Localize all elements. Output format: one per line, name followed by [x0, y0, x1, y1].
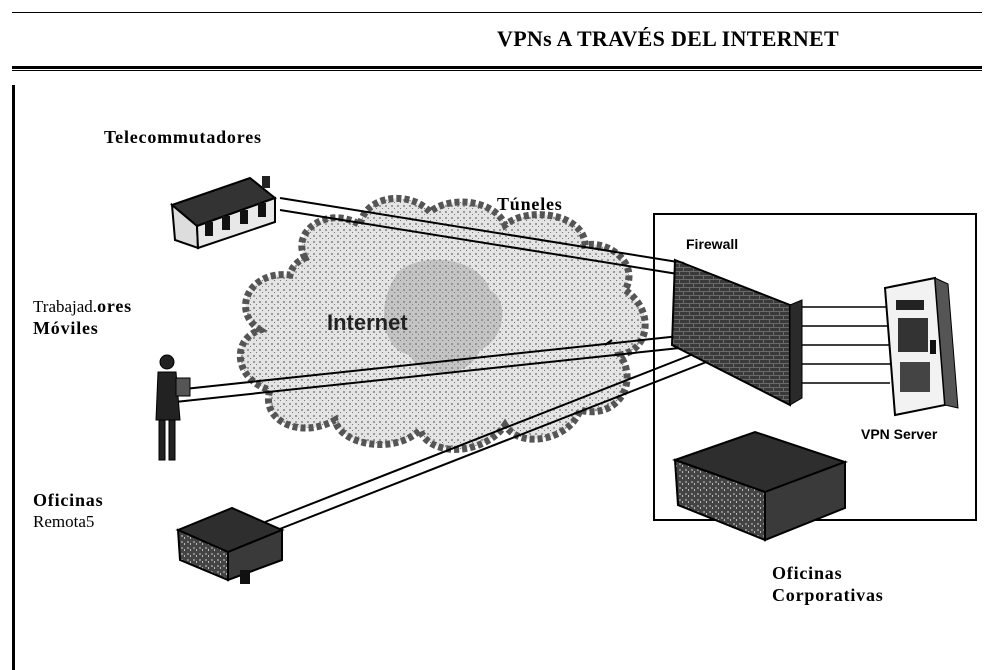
- telecommuters-label: Telecommutadores: [104, 127, 262, 147]
- cloud-core: [383, 259, 503, 374]
- mobile-worker-person: [155, 354, 191, 461]
- tunnel-lines: [174, 197, 733, 533]
- corporate-offices-label-line2: Corporativas: [772, 585, 884, 605]
- mobile-workers-label-part1: Trabajad.: [33, 297, 98, 316]
- figure-left-border: [12, 85, 15, 670]
- remote-offices-label-line2: Remota5: [33, 512, 95, 531]
- internet-label: Internet: [327, 310, 408, 335]
- vpn-server-device: [883, 276, 959, 417]
- header-top-rule: [12, 12, 982, 13]
- mobile-workers-label-line1: Trabajad.ores: [33, 296, 132, 317]
- page-title: VPNs A TRAVÉS DEL INTERNET: [497, 26, 839, 51]
- corporate-building: [671, 430, 848, 542]
- corporate-offices-label-line1: Oficinas: [772, 563, 843, 583]
- header-thick-rule: [12, 66, 982, 69]
- firewall-server-links: [790, 306, 890, 384]
- firewall-wall: [670, 258, 791, 407]
- internet-cloud: [236, 195, 649, 453]
- firewall-label: Firewall: [686, 236, 739, 252]
- vpn-server-label: VPN Server: [861, 426, 938, 442]
- mobile-workers-label-line2: Móviles: [33, 318, 99, 338]
- tunnels-label: Túneles: [497, 194, 563, 214]
- mobile-workers-label-part2: ores: [97, 296, 132, 316]
- telecommuter-house: [170, 176, 278, 250]
- header-thin-rule: [12, 70, 982, 71]
- remote-office-building: [175, 506, 285, 584]
- remote-offices-label-line1: Oficinas: [33, 490, 104, 510]
